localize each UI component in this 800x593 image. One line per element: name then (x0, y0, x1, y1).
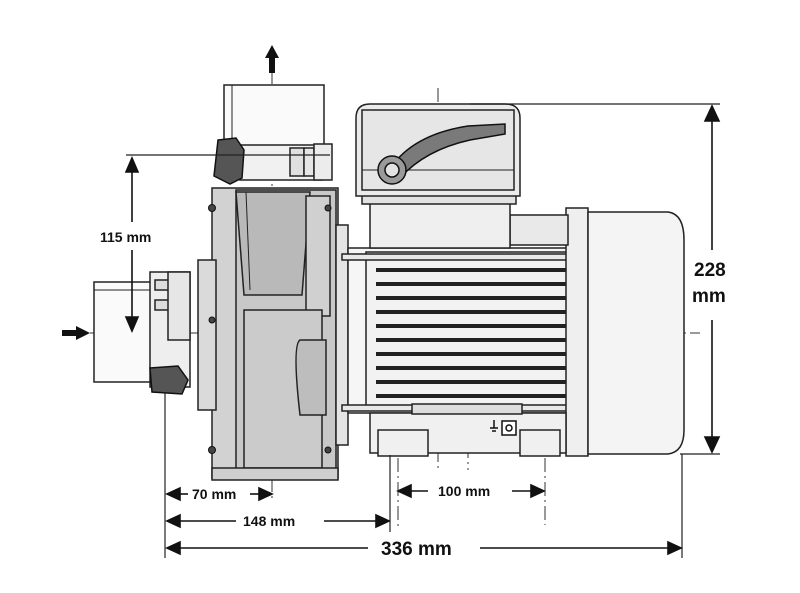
motor-cooling-fins (376, 268, 566, 398)
dimension-100 (396, 483, 546, 499)
dimension-148 (165, 513, 391, 529)
capacitor-gland-icon (377, 155, 407, 185)
motor-body (347, 247, 571, 414)
outlet-arrow-icon (265, 45, 279, 73)
motor-end-cap (509, 207, 685, 457)
label-228-value: 228 (694, 260, 726, 281)
outlet-union-nut (213, 137, 245, 185)
label-336: 336 mm (381, 539, 452, 560)
extension-lines (126, 103, 720, 558)
dimension-228 (703, 104, 721, 454)
motor-base (369, 403, 567, 457)
dimension-70 (165, 486, 274, 502)
label-100: 100 mm (438, 483, 490, 499)
pump-foot (211, 467, 339, 481)
pump-housing (197, 187, 349, 479)
housing-bolts (208, 204, 332, 454)
dimension-115 (124, 155, 140, 334)
label-115: 115 mm (100, 229, 151, 245)
label-70: 70 mm (192, 486, 236, 502)
label-228-unit: mm (692, 286, 726, 307)
dimension-336 (165, 540, 683, 556)
inlet-arrow-icon (62, 326, 90, 340)
inlet-union-nut (149, 365, 189, 395)
label-148: 148 mm (243, 513, 295, 529)
ground-symbol-icon (490, 420, 517, 436)
